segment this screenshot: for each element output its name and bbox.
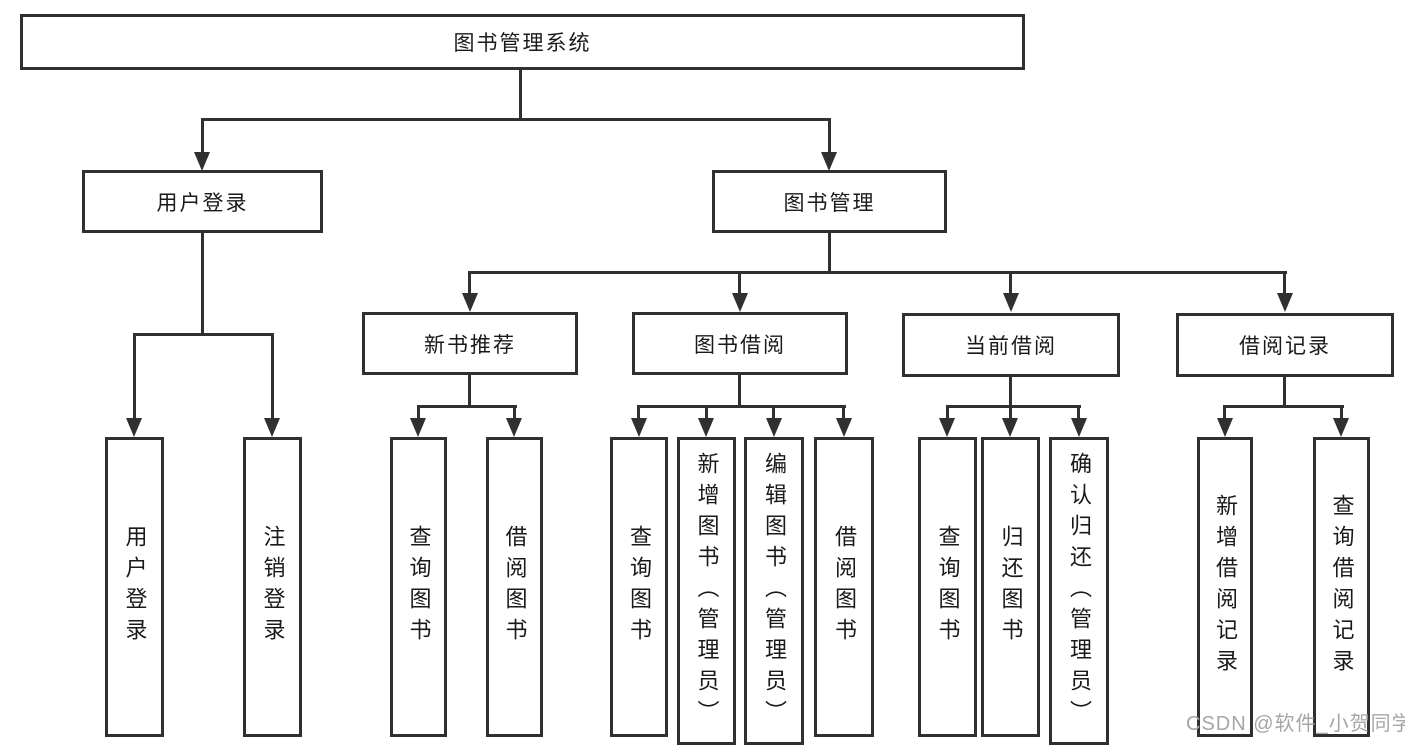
connector-to-borrowing-records: [1283, 271, 1286, 295]
connector-nbr-branch: [417, 405, 517, 408]
connector-to-br-add: [1223, 405, 1226, 419]
arrowhead-down: [462, 293, 478, 312]
connector-to-new-book-recommend: [468, 271, 471, 295]
connector-book-mgmt-branch: [468, 271, 1287, 274]
arrowhead-down: [766, 418, 782, 437]
connector-br-trunk: [1283, 377, 1286, 408]
arrowhead-down: [939, 418, 955, 437]
node-nbr-borrow-books: 借阅图书: [486, 437, 543, 737]
arrowhead-down: [506, 418, 522, 437]
node-bb-edit-books-admin: 编辑图书（管理员）: [744, 437, 804, 745]
arrowhead-down: [410, 418, 426, 437]
connector-to-bb-borrow: [842, 405, 845, 419]
arrowhead-down: [1002, 418, 1018, 437]
node-logout-action: 注销登录: [243, 437, 302, 737]
node-bb-query-books: 查询图书: [610, 437, 668, 737]
connector-to-nbr-borrow: [513, 405, 516, 419]
connector-to-book-borrowing: [738, 271, 741, 295]
node-user-login: 用户登录: [82, 170, 323, 233]
connector-cb-trunk: [1009, 377, 1012, 408]
csdn-watermark: CSDN @软件_小贺同学: [1186, 713, 1405, 735]
node-user-login-action: 用户登录: [105, 437, 164, 737]
node-borrowing-records: 借阅记录: [1176, 313, 1394, 377]
connector-to-br-query: [1340, 405, 1343, 419]
connector-root-trunk: [519, 69, 522, 121]
connector-br-branch: [1224, 405, 1344, 408]
node-book-borrowing: 图书借阅: [632, 312, 848, 375]
connector-to-current-borrowing: [1009, 271, 1012, 295]
arrowhead-down: [126, 418, 142, 437]
connector-to-cb-confirm: [1077, 405, 1080, 419]
node-current-borrowing: 当前借阅: [902, 313, 1120, 377]
node-nbr-query-books: 查询图书: [390, 437, 447, 737]
connector-root-branch: [201, 118, 831, 121]
connector-to-login-action: [133, 333, 136, 420]
connector-to-logout-action: [271, 333, 274, 420]
arrowhead-down: [1071, 418, 1087, 437]
arrowhead-down: [631, 418, 647, 437]
connector-bb-trunk: [738, 375, 741, 408]
node-cb-query-books: 查询图书: [918, 437, 977, 737]
node-system-root: 图书管理系统: [20, 14, 1025, 70]
connector-to-cb-query: [946, 405, 949, 419]
node-cb-return-books: 归还图书: [981, 437, 1040, 737]
arrowhead-down: [1333, 418, 1349, 437]
node-br-add-record: 新增借阅记录: [1197, 437, 1253, 737]
node-new-book-recommend: 新书推荐: [362, 312, 578, 375]
connector-to-bb-query: [637, 405, 640, 419]
connector-bb-branch: [637, 405, 846, 408]
connector-to-nbr-query: [417, 405, 420, 419]
arrowhead-down: [264, 418, 280, 437]
node-bb-add-books-admin: 新增图书（管理员）: [677, 437, 736, 745]
connector-to-bb-edit: [772, 405, 775, 419]
arrowhead-down: [698, 418, 714, 437]
connector-to-user-login: [201, 118, 204, 154]
arrowhead-down: [1003, 293, 1019, 312]
connector-nbr-trunk: [468, 375, 471, 408]
arrowhead-down: [1277, 293, 1293, 312]
connector-cb-branch: [946, 405, 1081, 408]
connector-user-login-branch: [133, 333, 274, 336]
arrowhead-down: [732, 293, 748, 312]
arrowhead-down: [194, 152, 210, 171]
connector-user-login-trunk: [201, 233, 204, 336]
connector-book-mgmt-trunk: [828, 233, 831, 273]
connector-to-book-management: [828, 118, 831, 154]
node-cb-confirm-return-admin: 确认归还（管理员）: [1049, 437, 1109, 745]
connector-to-bb-add: [705, 405, 708, 419]
arrowhead-down: [821, 152, 837, 171]
connector-to-cb-return: [1009, 405, 1012, 419]
node-book-management: 图书管理: [712, 170, 947, 233]
node-bb-borrow-books: 借阅图书: [814, 437, 874, 737]
arrowhead-down: [836, 418, 852, 437]
arrowhead-down: [1217, 418, 1233, 437]
node-br-query-record: 查询借阅记录: [1313, 437, 1370, 737]
